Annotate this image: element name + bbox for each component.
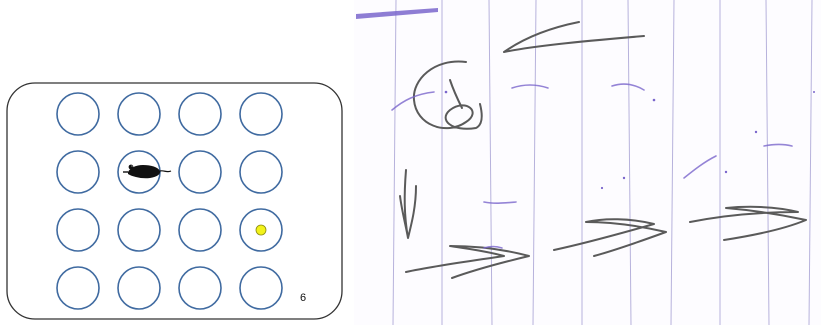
maze-cell xyxy=(57,267,99,309)
maze-cell xyxy=(57,209,99,251)
maze-cell xyxy=(118,209,160,251)
maze-cell xyxy=(179,267,221,309)
maze-cell xyxy=(240,267,282,309)
trial-number: 6 xyxy=(300,292,306,304)
maze-cell xyxy=(57,151,99,193)
maze-cell xyxy=(118,93,160,135)
maze-cell xyxy=(179,209,221,251)
maze-cell xyxy=(57,93,99,135)
maze-cell xyxy=(240,151,282,193)
maze-cell xyxy=(118,267,160,309)
maze-panel: 6 xyxy=(0,0,352,325)
target-dot-icon xyxy=(256,225,266,235)
maze-cell xyxy=(179,93,221,135)
scribble-paper-panel xyxy=(354,0,821,325)
paper-background xyxy=(354,0,821,325)
scribble-paper-image xyxy=(354,0,821,325)
ink-stroke xyxy=(484,202,516,203)
maze-cell xyxy=(240,93,282,135)
maze-figure xyxy=(0,0,352,325)
maze-cell xyxy=(179,151,221,193)
